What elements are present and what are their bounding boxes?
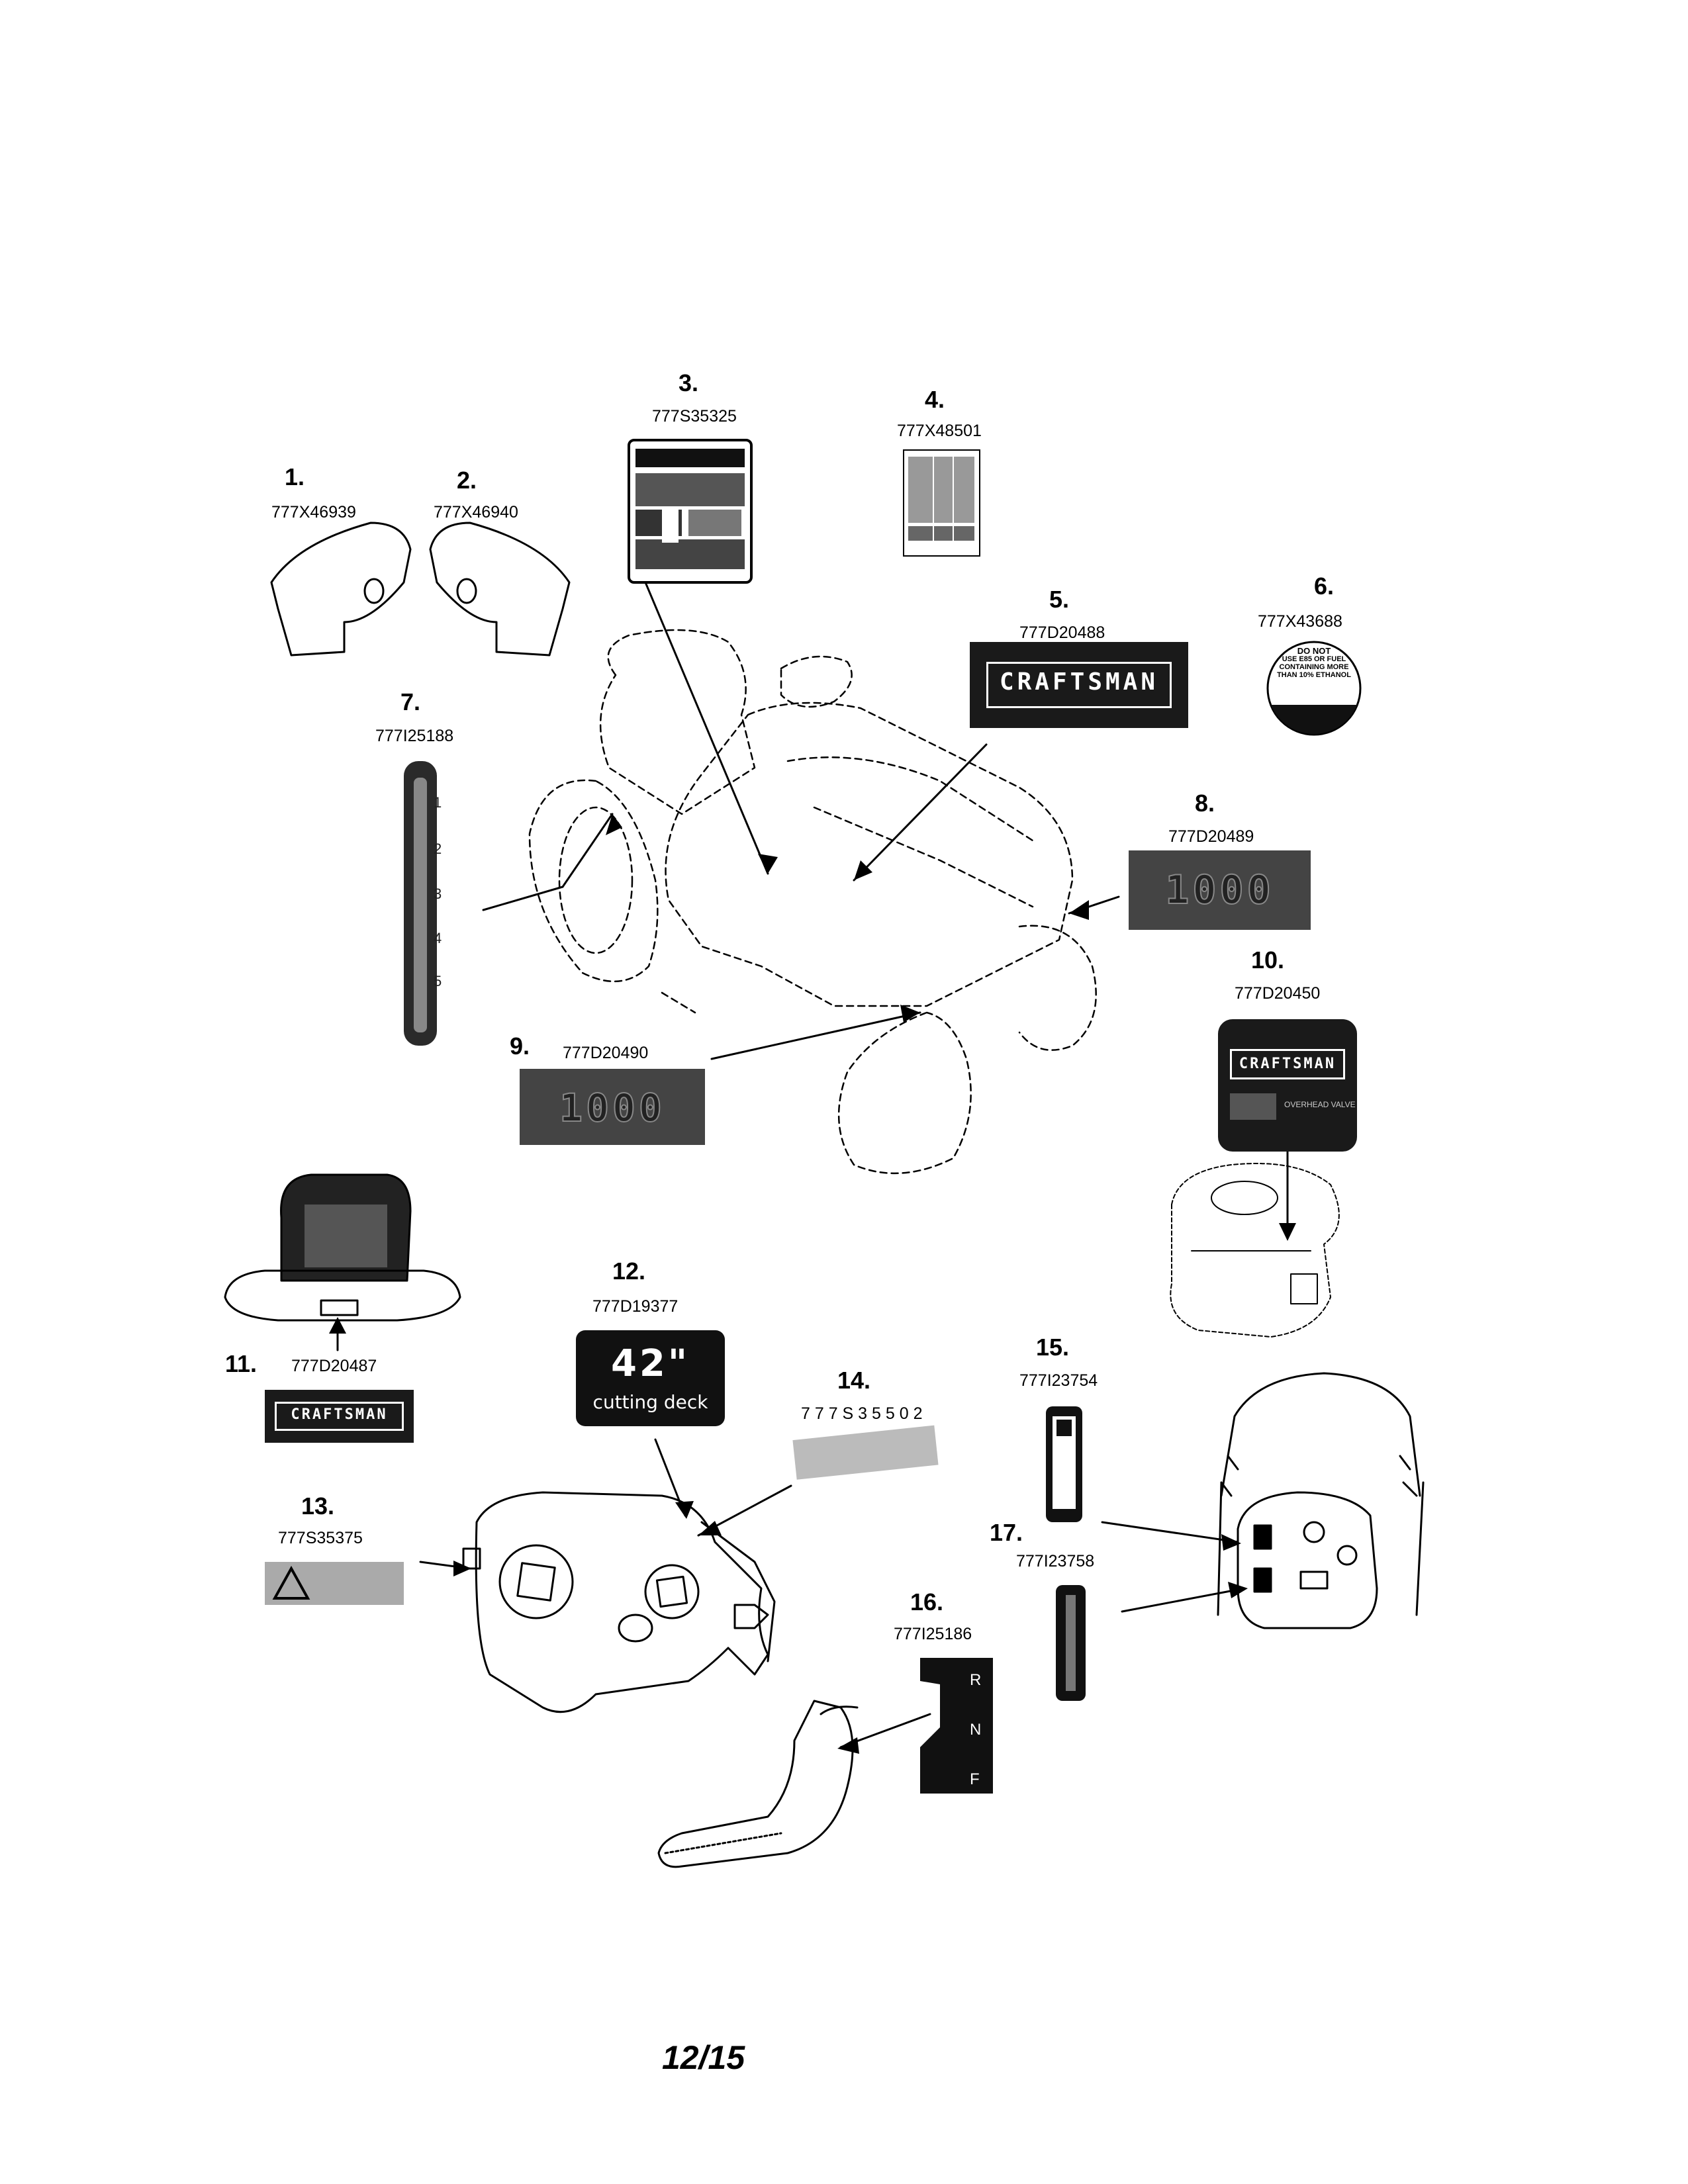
part-number-5: 777D20488: [1019, 623, 1105, 642]
safety-decal-3: [628, 439, 753, 584]
fender-decal-right-shape: [429, 522, 571, 657]
part-number-9: 777D20490: [563, 1044, 649, 1062]
model-text-9: 1000: [559, 1085, 665, 1131]
seat-sketch: [224, 1173, 461, 1322]
tractor-outline: [528, 629, 1097, 1175]
warning-triangle-13: [272, 1565, 310, 1600]
fender-decal-left-shape: [270, 522, 412, 657]
gear-decal-7: [404, 761, 437, 1046]
callout-8: 8.: [1195, 790, 1215, 817]
deck-text: cutting deck: [592, 1391, 708, 1413]
gear-2: 2: [434, 841, 442, 857]
deck-size-text: 42": [610, 1342, 690, 1385]
fuel-chart-4: [903, 449, 980, 557]
part-number-10: 777D20450: [1235, 984, 1321, 1003]
model-decal-9: 1000: [520, 1069, 705, 1145]
part-number-16: 777I25186: [894, 1625, 972, 1643]
part-number-6: 777X43688: [1258, 612, 1342, 631]
pedal-n: N: [970, 1721, 982, 1739]
callout-1: 1.: [285, 463, 305, 490]
callout-13: 13.: [301, 1492, 335, 1520]
engine-sketch: [1170, 1163, 1340, 1338]
fender-decal-right-hole: [456, 578, 477, 604]
model-decal-8: 1000: [1129, 850, 1311, 930]
part-number-2: 777X46940: [434, 503, 518, 522]
part-number-1: 777X46939: [271, 503, 356, 522]
fuel-warning-line-4: THAN 10% ETHANOL: [1277, 671, 1351, 679]
callout-7: 7.: [400, 688, 421, 715]
fuel-warning-line-3: CONTAINING MORE: [1279, 663, 1349, 671]
callout-12: 12.: [612, 1257, 646, 1285]
callout-2: 2.: [457, 467, 477, 494]
engine-decal-10: CRAFTSMAN OVERHEAD VALVE: [1218, 1019, 1357, 1152]
part-number-15: 777I23754: [1019, 1371, 1098, 1390]
callout-14: 14.: [837, 1367, 871, 1394]
dash-sketch: [1217, 1372, 1425, 1629]
part-number-13: 777S35375: [278, 1529, 363, 1547]
brand-text-10: CRAFTSMAN: [1239, 1056, 1336, 1072]
callout-16: 16.: [910, 1588, 944, 1615]
callout-6: 6.: [1314, 572, 1335, 600]
gear-5: 5: [434, 973, 442, 989]
gear-4: 4: [434, 930, 442, 946]
part-number-17: 777I23758: [1016, 1552, 1095, 1570]
callout-3: 3.: [679, 369, 699, 396]
brand-text-5: CRAFTSMAN: [999, 668, 1159, 696]
part-number-7: 777I25188: [375, 727, 454, 745]
part-number-4: 777X48501: [897, 422, 982, 440]
mower-deck-sketch: [462, 1491, 776, 1713]
part-number-14: 7 7 7 S 3 5 5 0 2: [801, 1404, 923, 1423]
fender-decal-left-hole: [363, 578, 385, 604]
callout-9: 9.: [510, 1032, 530, 1060]
model-text-8: 1000: [1164, 866, 1274, 914]
callout-4: 4.: [925, 386, 945, 413]
part-number-12: 777D19377: [592, 1297, 679, 1316]
brand-text-11: CRAFTSMAN: [291, 1406, 388, 1423]
callout-10: 10.: [1251, 946, 1285, 974]
deck-decal-12: 42" cutting deck: [576, 1330, 725, 1426]
warning-decal-14: [792, 1425, 939, 1480]
overhead-valve-text: OVERHEAD VALVE: [1284, 1100, 1356, 1109]
callout-11: 11.: [225, 1350, 258, 1377]
part-number-11: 777D20487: [291, 1357, 377, 1375]
throttle-decal-15: [1046, 1406, 1082, 1522]
part-number-8: 777D20489: [1168, 827, 1254, 846]
part-number-3: 777S35325: [652, 407, 737, 426]
fuel-warning-text: DO NOT USE E85 OR FUEL CONTAINING MORE T…: [1274, 647, 1354, 679]
craftsman-decal-5: CRAFTSMAN: [970, 642, 1188, 728]
pedal-r: R: [970, 1671, 982, 1689]
pedal-decal-16: [920, 1658, 993, 1794]
callout-17: 17.: [990, 1519, 1023, 1546]
callout-15: 15.: [1036, 1334, 1070, 1361]
fuel-warning-line-1: DO NOT: [1297, 646, 1331, 656]
page-number: 12/15: [662, 2039, 745, 2076]
craftsman-decal-11: CRAFTSMAN: [265, 1390, 414, 1443]
pedal-sketch: [657, 1700, 859, 1868]
fuel-warning-decal-6: [1266, 641, 1362, 736]
callout-5: 5.: [1049, 586, 1070, 613]
fuel-warning-line-2: USE E85 OR FUEL: [1282, 655, 1346, 663]
pedal-f: F: [970, 1770, 980, 1788]
gear-1: 1: [434, 794, 442, 811]
speed-decal-17: [1056, 1585, 1086, 1701]
gear-3: 3: [434, 886, 442, 902]
